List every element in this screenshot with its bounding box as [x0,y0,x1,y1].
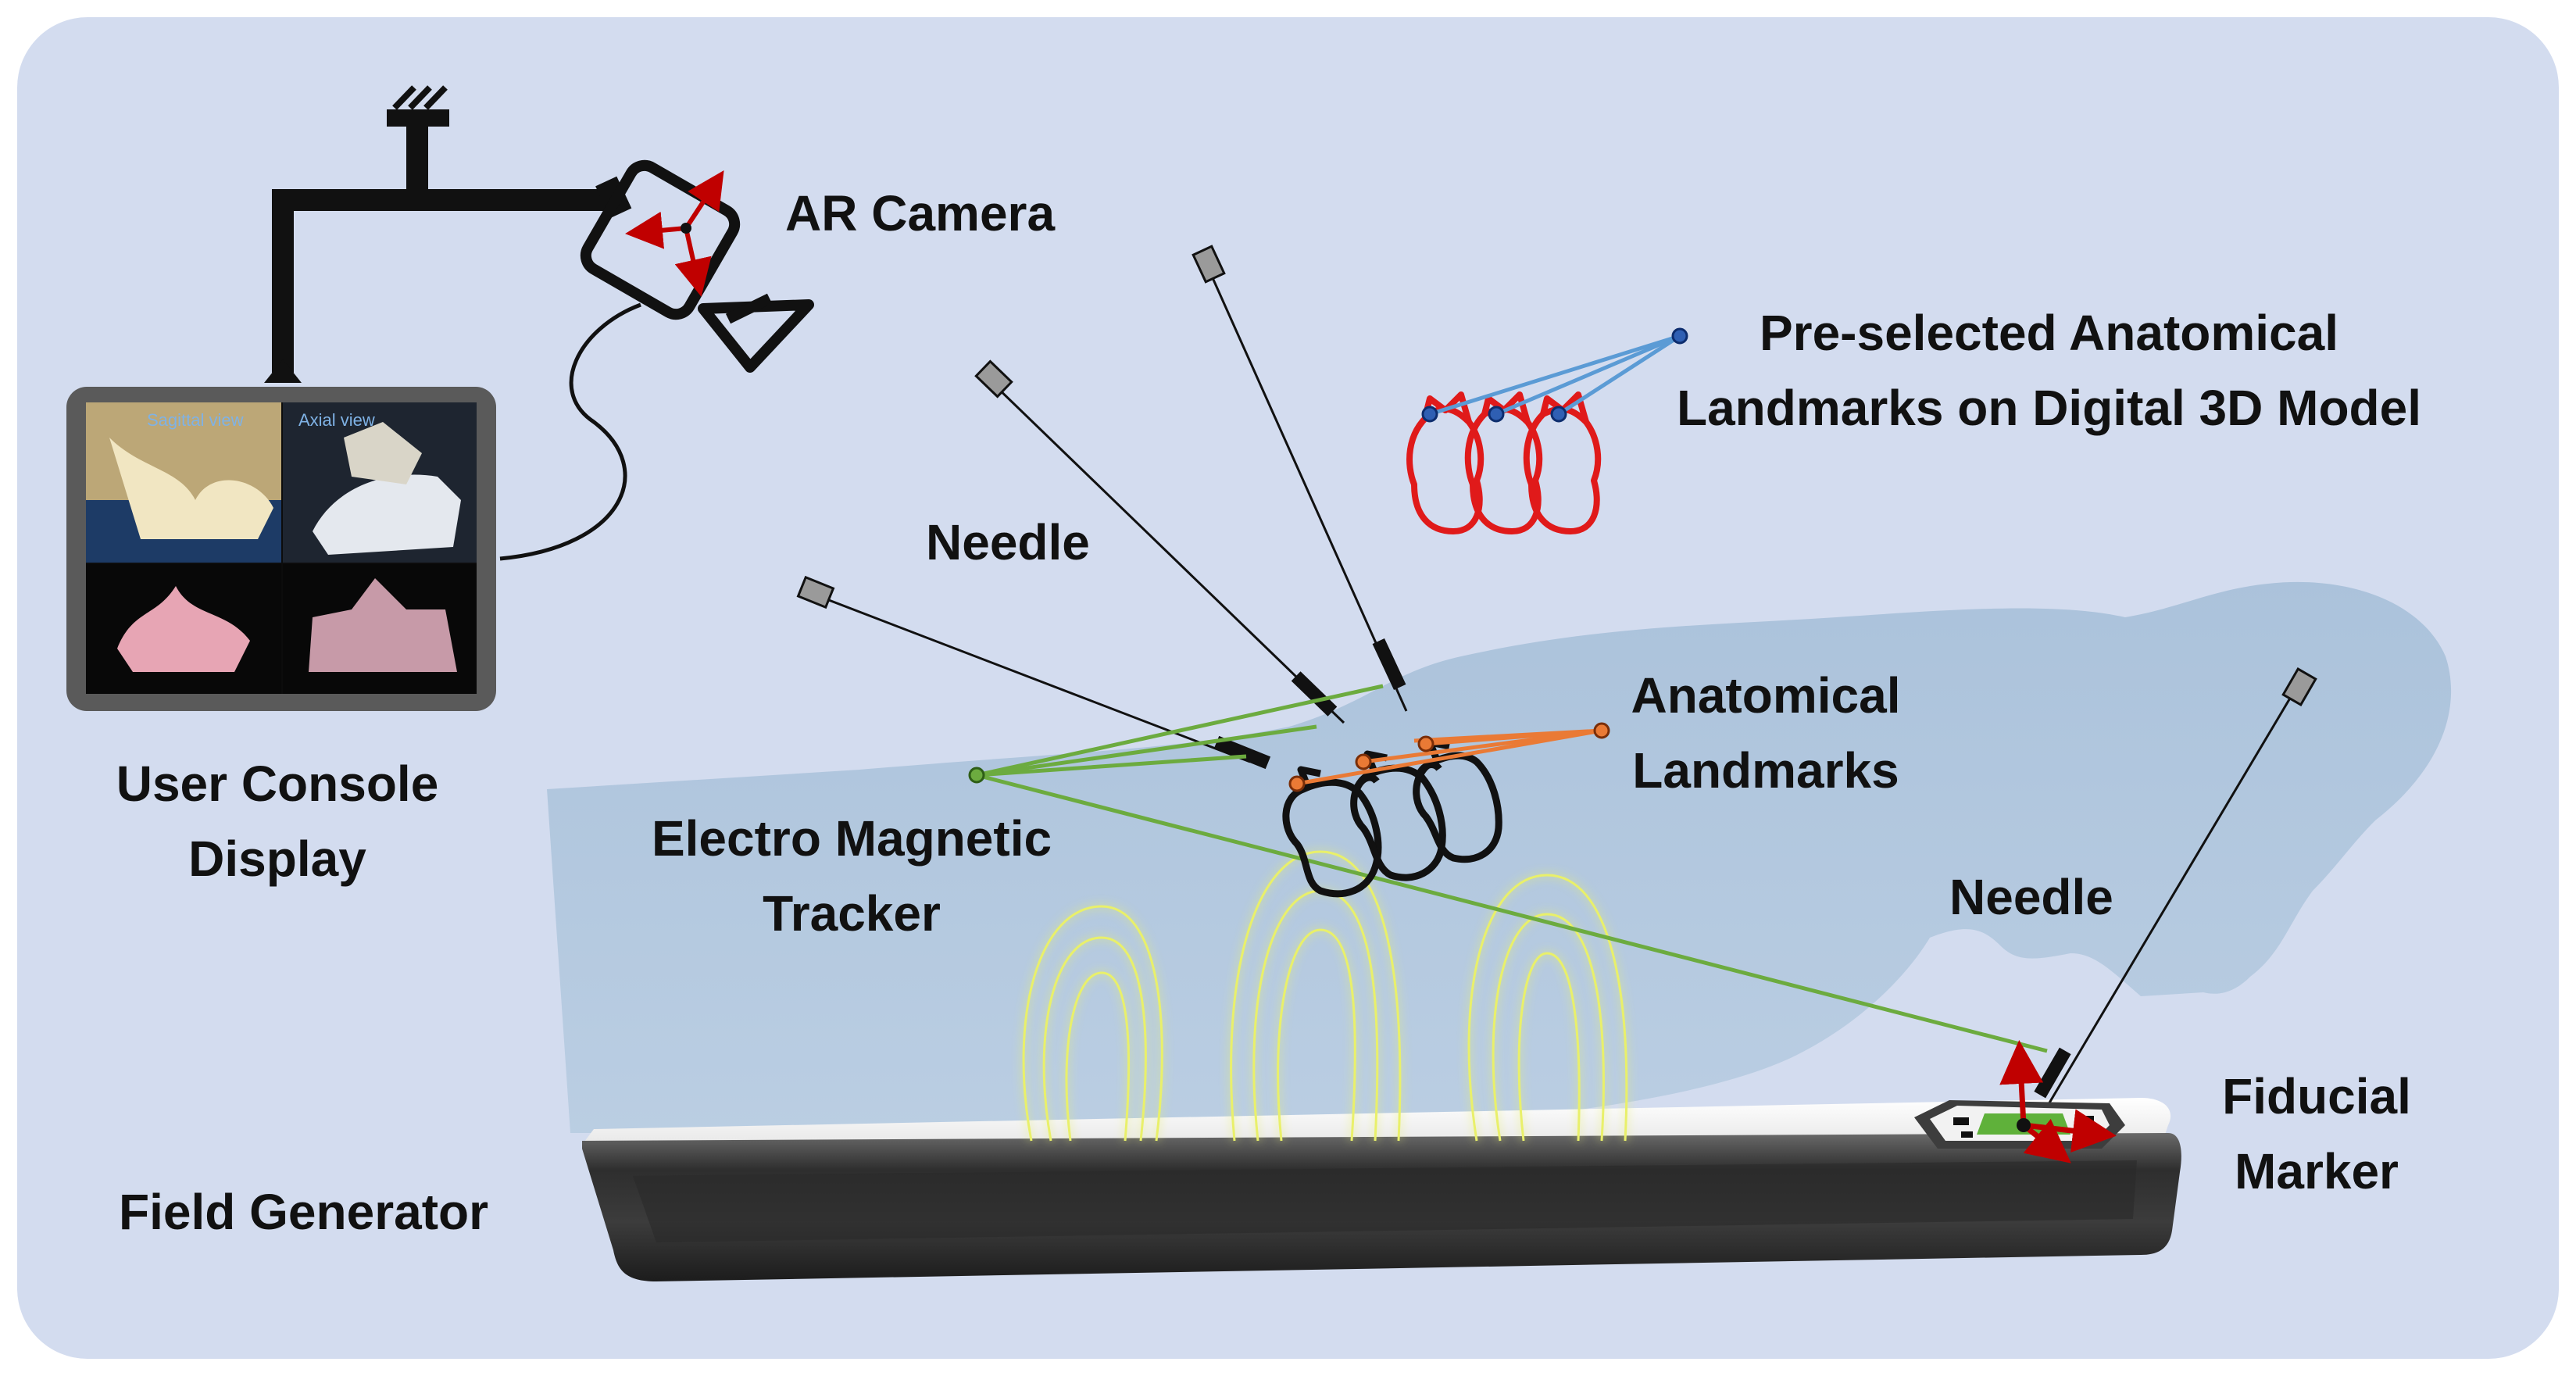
patient-body-silhouette [547,581,2452,1133]
preselected-landmark-points [1421,327,1688,423]
needle-top [1206,265,1408,712]
vertebrae-model [1282,738,1502,898]
user-console-display: Sagittal view Axial view [66,387,496,711]
needle-top-hub [1192,245,1226,284]
em-tracker-label: Electro Magnetic Tracker [625,801,1078,951]
field-generator-label: Field Generator [119,1184,488,1240]
preselected-landmarks-label: Pre-selected Anatomical Landmarks on Dig… [1637,295,2461,445]
preselected-landmark-lines [1429,334,1681,416]
anatomical-landmark-points [1288,722,1610,792]
anatomical-landmarks-label: Anatomical Landmarks [1594,658,1938,808]
em-tracker-point [968,767,985,784]
ar-camera-label: AR Camera [785,185,1056,241]
anatomical-landmarks-line1: Anatomical [1631,667,1901,724]
needles [796,245,2317,1134]
em-tracker-lines [976,684,2048,1053]
needle-right-label: Needle [1949,869,2113,925]
fiducial-marker-line2: Marker [2235,1143,2399,1199]
preselected-landmarks-line1: Pre-selected Anatomical [1759,305,2339,361]
sagittal-view-label: Sagittal view [147,410,244,430]
ar-camera-icon [580,159,814,373]
needle-top-label: Needle [926,514,1090,570]
preselected-landmarks-line2: Landmarks on Digital 3D Model [1676,380,2422,436]
needle-middle-hub [974,359,1013,399]
needle-right-hub [2281,667,2317,707]
needle-left-hub [796,575,835,609]
camera-cable [499,302,641,561]
user-console-line1: User Console [116,756,439,812]
needle-middle [991,381,1345,724]
em-field-lines [1022,850,1628,1142]
axial-view-label: Axial view [298,410,375,430]
axial-3d-model [309,578,457,672]
sagittal-3d-model [117,586,250,672]
fiducial-marker-line1: Fiducial [2222,1068,2411,1124]
user-console-line2: Display [188,831,366,887]
field-generator [582,1098,2181,1281]
user-console-label: User Console Display [78,746,477,896]
anatomical-landmarks-line2: Landmarks [1632,742,1899,799]
anatomical-landmark-lines [1296,728,1602,786]
needle-left [812,592,1251,763]
em-tracker-line1: Electro Magnetic [651,810,1052,867]
em-tracker-line2: Tracker [763,885,941,942]
camera-mount [264,85,632,383]
fiducial-marker [1914,1040,2125,1163]
fiducial-marker-label: Fiducial Marker [2188,1059,2446,1209]
needle-right [2030,679,2303,1134]
